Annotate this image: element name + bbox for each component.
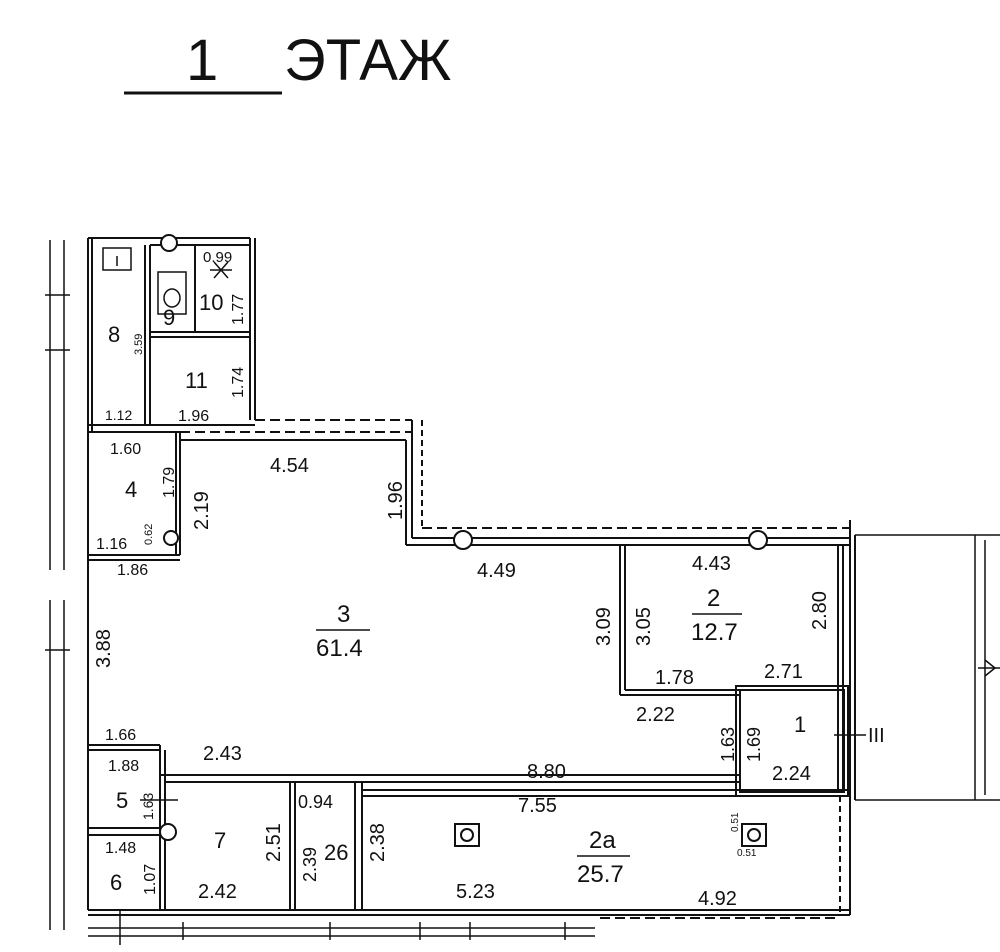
dim-label: 2.24: [772, 763, 811, 785]
dimension-labels: 0.99 1.12 1.96 1.60 1.16 1.86 4.54 4.49 …: [96, 249, 811, 910]
column-marker: [163, 530, 179, 546]
column-marker: [159, 823, 177, 841]
dim-label: 2.19: [191, 491, 213, 530]
column-marker: [453, 530, 473, 550]
dim-label: 2.43: [203, 743, 242, 765]
dim-label: 2.22: [636, 704, 675, 726]
vertical-dimension-labels: 1.77 3.59 1.74 1.79 2.19 0.62 1.96 3.88 …: [93, 294, 831, 895]
dim-label: 1.60: [110, 441, 141, 458]
dim-label: 2.42: [198, 881, 237, 903]
dim-label: 1.16: [96, 536, 127, 553]
floor-title: 1 ЭТАЖ: [124, 28, 451, 95]
room-id-10: 10: [199, 290, 223, 315]
dim-label: 0.62: [143, 524, 155, 545]
dim-label: 2.71: [764, 661, 803, 683]
windows: [45, 240, 595, 945]
dim-label: 1.86: [117, 562, 148, 579]
dim-label: 4.49: [477, 560, 516, 582]
room-labels: 1 2 12.7 2a 25.7 3 61.4 4 5 6 7 8 9 10 1…: [108, 290, 885, 895]
room-id-26: 26: [324, 840, 348, 865]
dim-label: 3.05: [633, 607, 655, 646]
dim-label: 1.63: [718, 727, 738, 762]
dim-label: 1.69: [744, 727, 764, 762]
entrance-mark: III: [868, 725, 885, 747]
dim-label: 2.51: [263, 823, 285, 862]
dim-label: 1.48: [105, 840, 136, 857]
dim-label: 3.59: [133, 334, 145, 355]
dim-label: 0.51: [730, 812, 741, 832]
column-marker: [748, 530, 768, 550]
column-marker: [160, 234, 178, 252]
dim-label: 7.55: [518, 795, 557, 817]
dim-label: 0.51: [737, 848, 757, 859]
dim-label: 1.79: [161, 467, 178, 498]
room-id-4: 4: [125, 477, 137, 502]
room-id-8: 8: [108, 322, 120, 347]
dim-label: 3.09: [593, 607, 615, 646]
dim-label: 1.63: [140, 793, 156, 820]
dim-label: 4.43: [692, 553, 731, 575]
dim-label: 1.66: [105, 727, 136, 744]
dim-label: 0.94: [298, 792, 333, 812]
plumbing-fixtures: [102, 247, 232, 315]
dim-label: 1.78: [655, 667, 694, 689]
dim-label: 4.54: [270, 455, 309, 477]
dim-label: 1.88: [108, 758, 139, 775]
dim-label: 2.80: [809, 591, 831, 630]
room-id-6: 6: [110, 870, 122, 895]
dimension-ticks: [140, 734, 866, 801]
dim-label: 3.88: [93, 629, 115, 668]
dim-label: 1.74: [230, 367, 247, 398]
floor-number: 1: [186, 28, 218, 93]
room-id-2a: 2a: [589, 827, 616, 854]
room-area-2: 12.7: [691, 619, 738, 646]
walls: [87, 237, 856, 919]
room-id-7: 7: [214, 828, 226, 853]
dim-label: 1.96: [178, 408, 209, 425]
dim-label: 2.38: [367, 823, 389, 862]
entrance-porch: [855, 534, 1000, 801]
dim-label: 8.80: [527, 761, 566, 783]
room-id-3: 3: [337, 601, 350, 628]
dim-label: 1.96: [385, 481, 407, 520]
room-id-5: 5: [116, 788, 128, 813]
room-id-11: 11: [185, 368, 208, 393]
columns: [159, 234, 768, 847]
room-area-2a: 25.7: [577, 861, 624, 888]
dim-label: 0.99: [203, 249, 232, 266]
dim-label: 2.39: [300, 847, 320, 882]
dim-label: 1.77: [230, 294, 247, 325]
floor-word: ЭТАЖ: [284, 28, 451, 93]
room-id-9: 9: [163, 305, 175, 330]
dim-label: 1.07: [142, 864, 159, 895]
room-area-3: 61.4: [316, 635, 363, 662]
dim-label: 5.23: [456, 881, 495, 903]
room-id-1: 1: [794, 712, 806, 737]
dim-label: 1.12: [105, 407, 132, 423]
room-id-2: 2: [707, 585, 720, 612]
dim-label: 4.92: [698, 888, 737, 910]
